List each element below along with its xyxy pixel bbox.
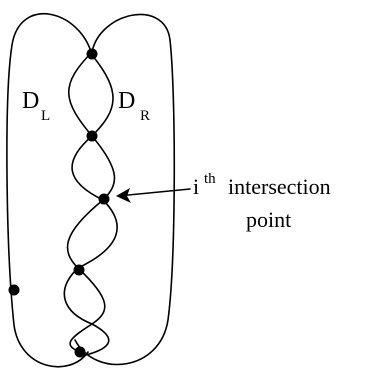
left-region-subscript: L bbox=[41, 108, 50, 124]
intersection-point-4 bbox=[73, 264, 85, 276]
intersection-point-5 bbox=[74, 346, 86, 358]
annotation-superscript: th bbox=[204, 171, 216, 187]
annotation-line1: intersection bbox=[228, 174, 331, 199]
right-region-label: D bbox=[118, 88, 135, 114]
right-region-boundary bbox=[74, 13, 176, 366]
annotation-arrow-shaft bbox=[117, 188, 191, 197]
intersection-point-3 bbox=[98, 193, 110, 205]
intersection-point-1 bbox=[86, 48, 98, 60]
annotation-arrowhead bbox=[116, 188, 131, 203]
annotation-line2: point bbox=[246, 207, 291, 232]
annotation-index: i bbox=[193, 174, 199, 199]
left-region-boundary bbox=[6, 13, 93, 368]
right-region-subscript: R bbox=[140, 108, 150, 124]
left-boundary-point bbox=[8, 284, 20, 296]
left-region-label: D bbox=[22, 88, 39, 114]
intersection-point-2 bbox=[86, 130, 98, 142]
twisted-strand-b bbox=[63, 54, 118, 356]
